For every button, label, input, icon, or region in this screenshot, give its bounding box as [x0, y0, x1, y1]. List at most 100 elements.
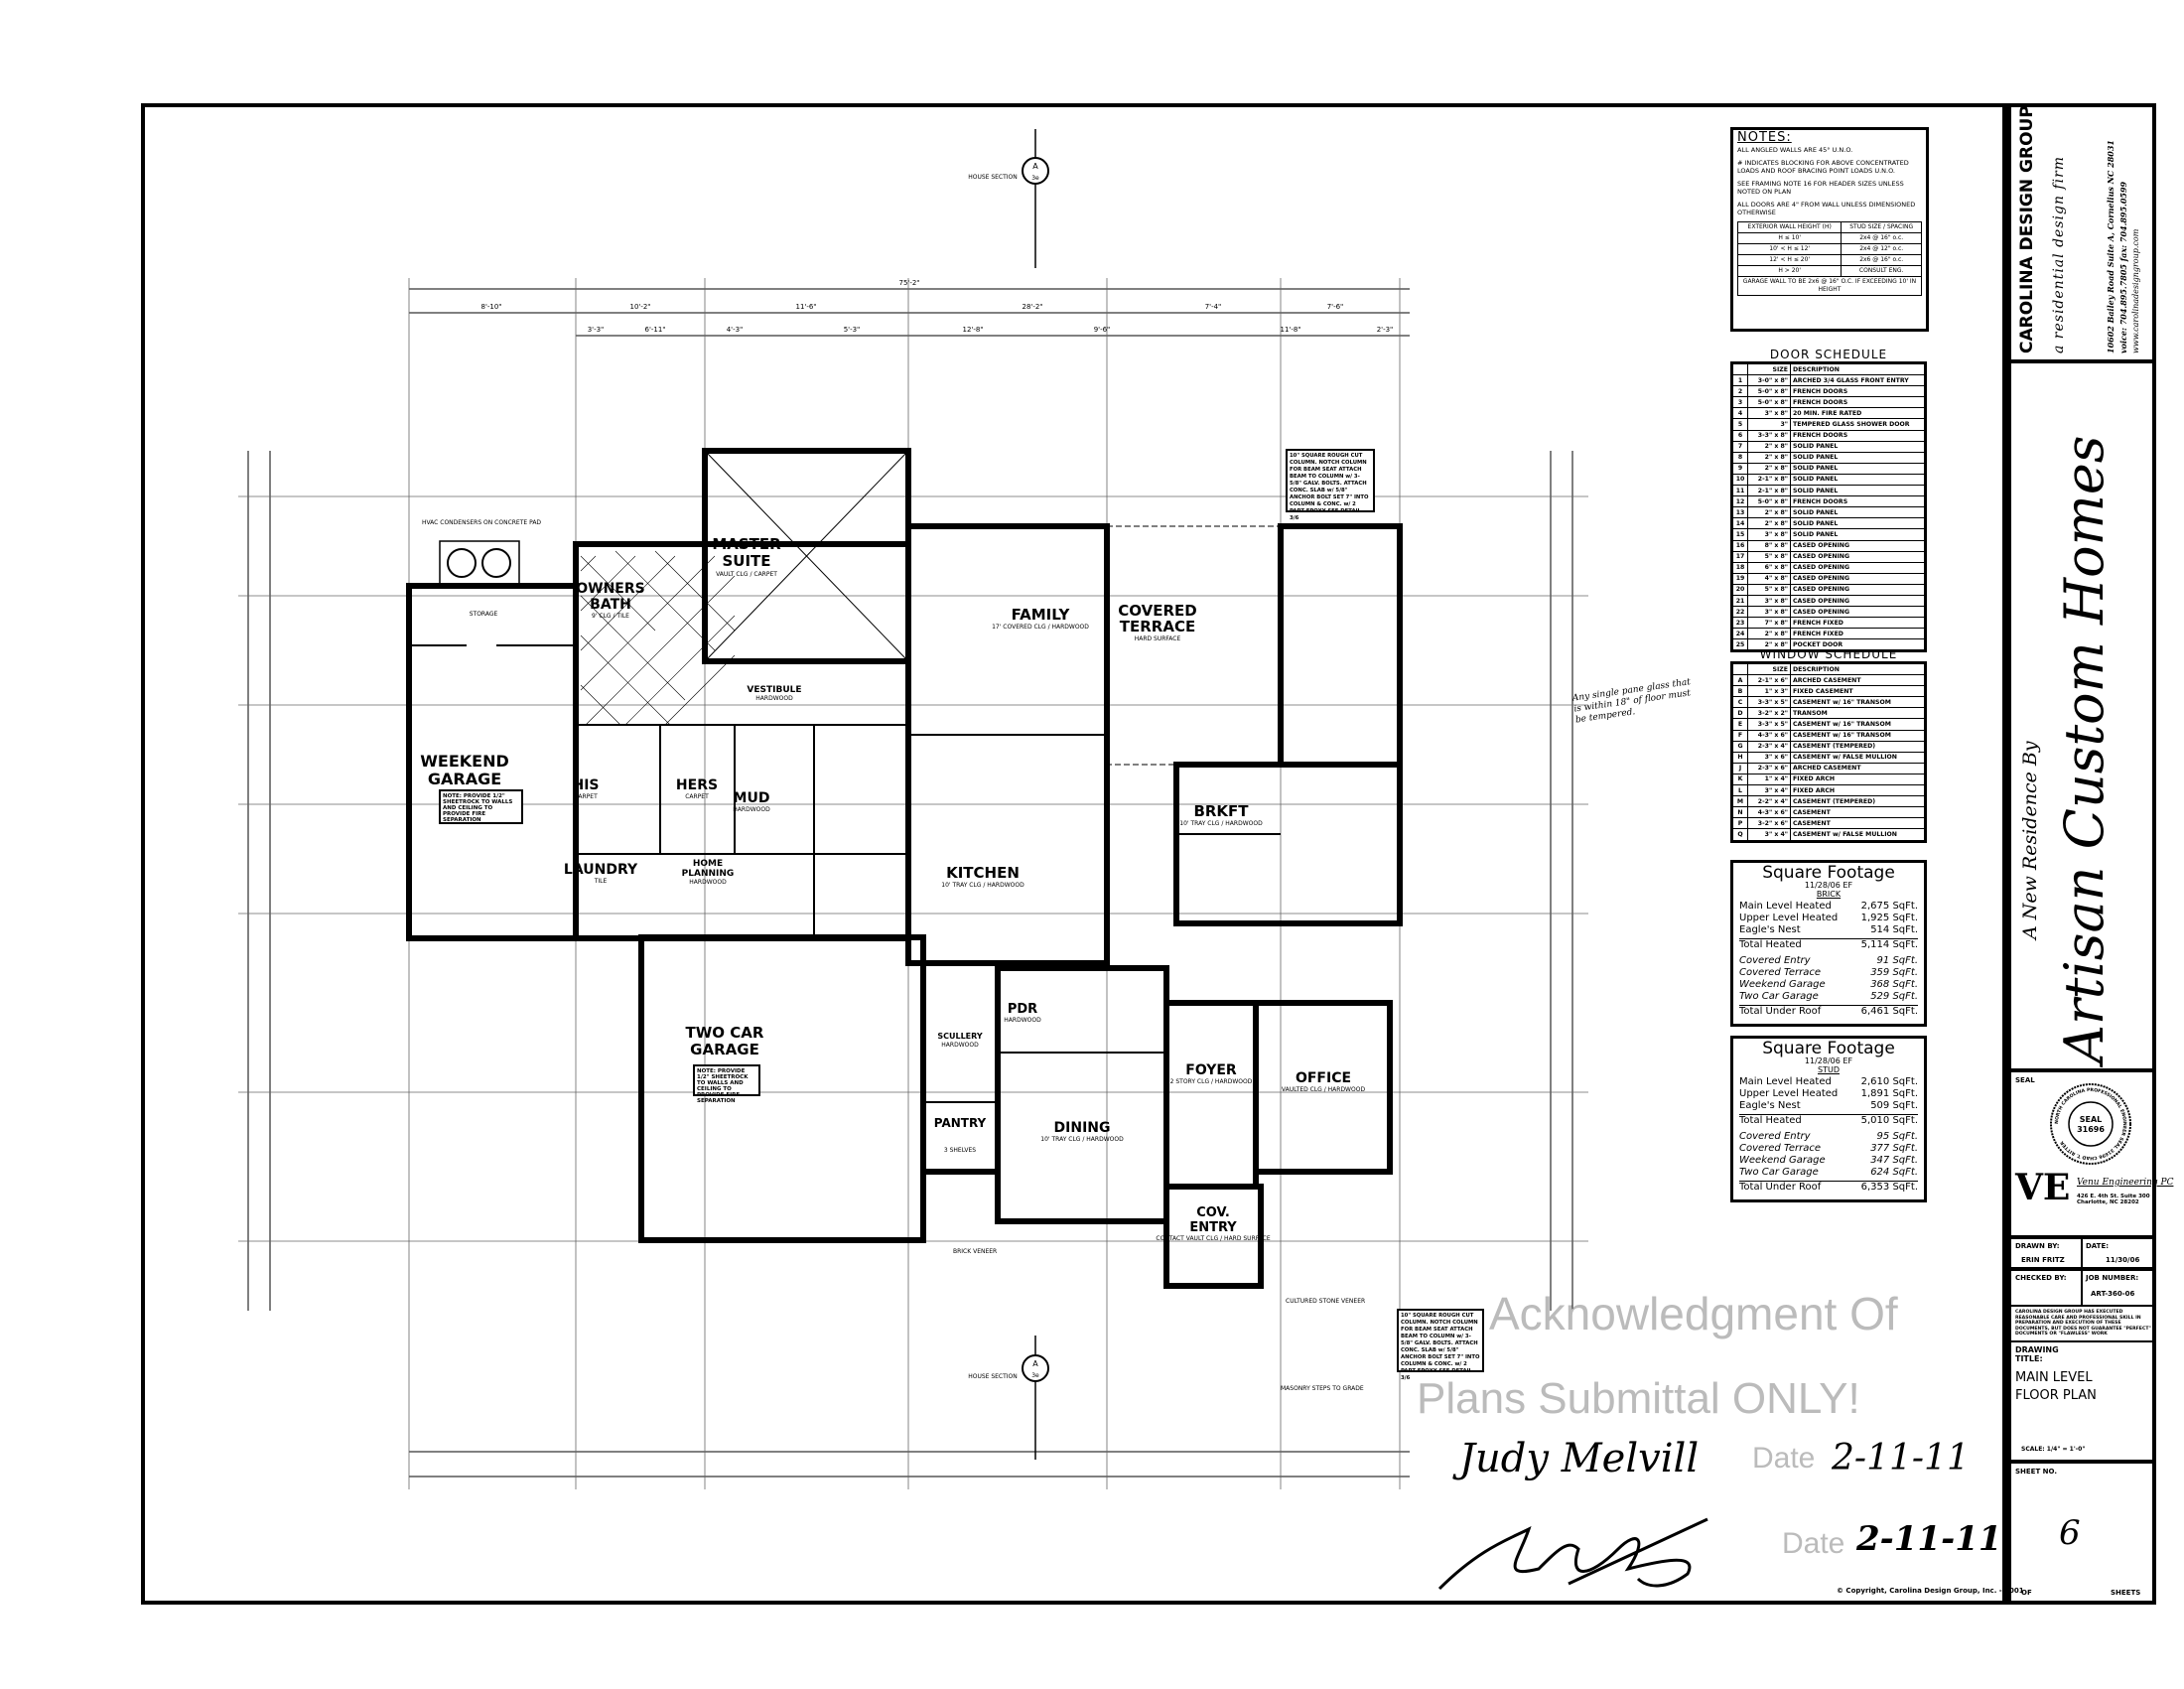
size-cell: 3" x 4": [1747, 784, 1791, 797]
room-scullery: SCULLERY HARDWOOD: [937, 1032, 983, 1049]
mark-cell: C: [1731, 696, 1748, 709]
column-note-top: 10" SQUARE ROUGH CUT COLUMN. NOTCH COLUM…: [1286, 449, 1375, 521]
svg-text:PDR: PDR: [1008, 1002, 1037, 1017]
description-cell: FRENCH DOORS: [1790, 396, 1926, 409]
size-cell: 2-1" x 8": [1747, 473, 1791, 487]
description-cell: CASEMENT: [1790, 817, 1926, 830]
room-hers: HERS CARPET: [676, 777, 718, 800]
hvac-condensers: HVAC CONDENSERS ON CONCRETE PAD: [422, 519, 541, 587]
description-cell: ARCHED CASEMENT: [1790, 674, 1926, 687]
mark-cell: 23: [1731, 617, 1748, 630]
size-cell: 2" x 8": [1747, 517, 1791, 530]
mark-cell: G: [1731, 740, 1748, 753]
svg-text:BRKFT: BRKFT: [1193, 802, 1249, 820]
size-cell: 2-2" x 4": [1747, 795, 1791, 808]
svg-text:CARPET: CARPET: [574, 793, 598, 800]
mark-cell: 14: [1731, 517, 1748, 530]
room-laundry: LAUNDRY TILE: [564, 862, 638, 885]
svg-text:4'-3": 4'-3": [727, 326, 744, 334]
room-cov-entry: COV. ENTRY CONTACT VAULT CLG / HARD SURF…: [1156, 1205, 1270, 1242]
job-number-label: JOB NUMBER:: [2086, 1274, 2139, 1282]
mark-cell: 7: [1731, 440, 1748, 453]
room-master-suite: MASTER SUITE VAULT CLG / CARPET: [712, 535, 781, 578]
size-cell: 2" x 8": [1747, 462, 1791, 475]
mark-cell: 21: [1731, 594, 1748, 608]
size-cell: 3" x 6": [1747, 751, 1791, 764]
size-cell: 3" x 4": [1747, 828, 1791, 842]
mark-cell: 12: [1731, 495, 1748, 508]
svg-text:SUITE: SUITE: [722, 552, 770, 570]
size-cell: 3" x 8": [1747, 407, 1791, 420]
tile-pattern: [580, 550, 736, 726]
date-label-1: Date: [1752, 1442, 1816, 1475]
overall-dimension: 75'-2": [898, 279, 919, 287]
mark-cell: B: [1731, 685, 1748, 698]
description-cell: FRENCH FIXED: [1790, 617, 1926, 630]
engineer-address: 426 E. 4th St. Suite 300 Charlotte, NC 2…: [2077, 1194, 2150, 1205]
checked-by-label: CHECKED BY:: [2015, 1274, 2067, 1282]
engineer-name: Venu Engineering PC: [2077, 1178, 2174, 1188]
svg-text:A: A: [1032, 1359, 1038, 1368]
description-cell: CASED OPENING: [1790, 594, 1926, 608]
mark-cell: F: [1731, 729, 1748, 742]
stud-spacing-table: EXTERIOR WALL HEIGHT (H)STUD SIZE / SPAC…: [1736, 221, 1922, 296]
svg-text:HERS: HERS: [676, 777, 718, 793]
sheet-no-label: SHEET NO.: [2015, 1468, 2057, 1476]
description-cell: SOLID PANEL: [1790, 485, 1926, 497]
svg-text:A: A: [1032, 162, 1038, 171]
size-cell: 3-3" x 5": [1747, 718, 1791, 731]
description-cell: CASED OPENING: [1790, 606, 1926, 619]
svg-text:11'-6": 11'-6": [795, 303, 816, 311]
section-marker-bottom: A 3e HOUSE SECTION: [968, 1354, 1049, 1382]
size-cell: 5" x 8": [1747, 550, 1791, 563]
mark-cell: H: [1731, 751, 1748, 764]
disclaimer: CAROLINA DESIGN GROUP HAS EXECUTED REASO…: [2015, 1310, 2151, 1337]
description-cell: FRENCH DOORS: [1790, 495, 1926, 508]
mark-cell: 16: [1731, 539, 1748, 552]
svg-text:FAMILY: FAMILY: [1012, 606, 1071, 624]
size-cell: 8" x 8": [1747, 539, 1791, 552]
date-1: 2-11-11: [1832, 1438, 1970, 1478]
mark-cell: E: [1731, 718, 1748, 731]
svg-text:HVAC CONDENSERS ON CONCRETE PA: HVAC CONDENSERS ON CONCRETE PAD: [422, 519, 541, 526]
size-cell: 5-0" x 8": [1747, 385, 1791, 398]
mark-cell: 18: [1731, 561, 1748, 574]
note-item: # INDICATES BLOCKING FOR ABOVE CONCENTRA…: [1737, 159, 1909, 175]
size-cell: 5-0" x 8": [1747, 495, 1791, 508]
svg-text:WEEKEND: WEEKEND: [420, 752, 509, 771]
svg-text:ENTRY: ENTRY: [1189, 1220, 1237, 1235]
mark-cell: 5: [1731, 418, 1748, 431]
size-cell: 2" x 8": [1747, 638, 1791, 652]
residence-by: A New Residence By: [2019, 741, 2041, 939]
signature-1: Judy Melvill: [1459, 1436, 1700, 1481]
masonry-steps-note: MASONRY STEPS TO GRADE: [1281, 1385, 1364, 1392]
svg-text:28'-2": 28'-2": [1022, 303, 1042, 311]
master-vault-lines: [706, 452, 907, 660]
size-cell: 3": [1747, 418, 1791, 431]
mark-cell: D: [1731, 707, 1748, 720]
room-kitchen: KITCHEN 10' TRAY CLG / HARDWOOD: [941, 864, 1024, 889]
description-cell: CASEMENT w/ FALSE MULLION: [1790, 828, 1926, 842]
exterior-walls: [406, 448, 1403, 1289]
description-cell: ARCHED CASEMENT: [1790, 762, 1926, 774]
description-cell: FIXED ARCH: [1790, 784, 1926, 797]
description-cell: FRENCH DOORS: [1790, 429, 1926, 442]
size-cell: 2" x 8": [1747, 440, 1791, 453]
size-cell: 4-3" x 6": [1747, 729, 1791, 742]
svg-text:OWNERS: OWNERS: [576, 581, 645, 597]
svg-text:HOME: HOME: [693, 859, 723, 869]
svg-text:BATH: BATH: [590, 597, 631, 613]
size-cell: 1" x 4": [1747, 773, 1791, 786]
size-cell: 3-2" x 2": [1747, 707, 1791, 720]
description-cell: 20 MIN. FIRE RATED: [1790, 407, 1926, 420]
